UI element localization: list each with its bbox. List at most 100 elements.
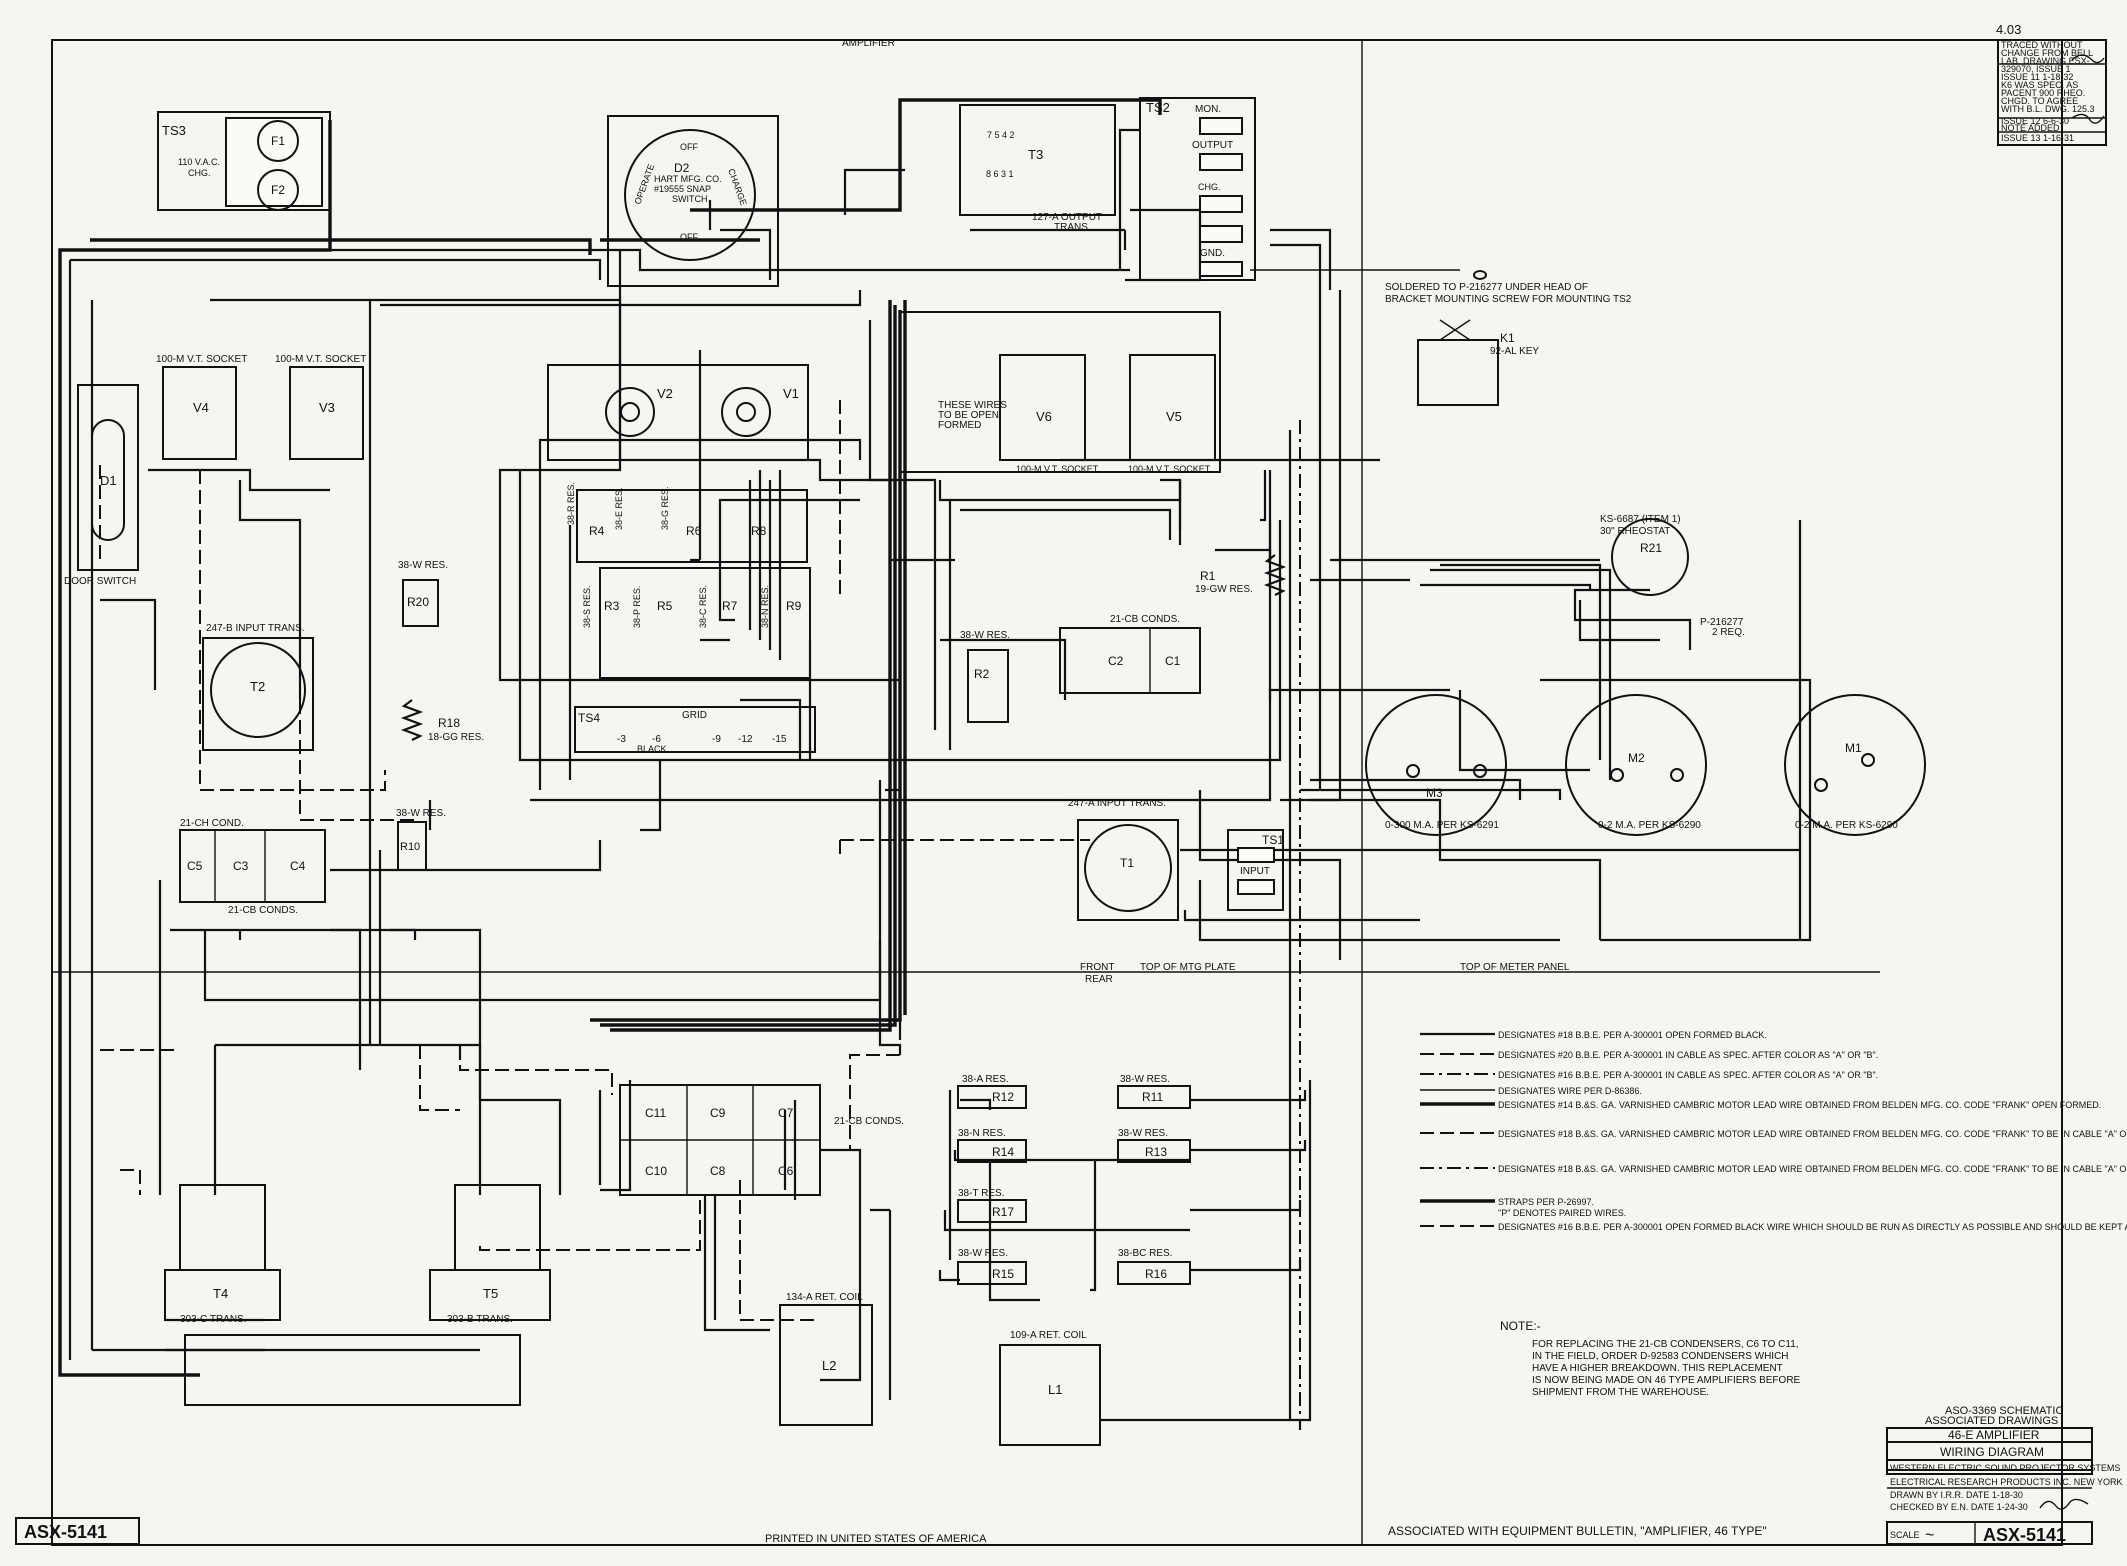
rev-line: PACENT 900 RHEO. (2001, 88, 2085, 98)
ts3-label: TS3 (162, 123, 186, 138)
t1-type: 247-A INPUT TRANS. (1068, 798, 1166, 809)
operate-label: OPERATE (632, 162, 656, 205)
legend-entry: DESIGNATES #18 B.&S. GA. VARNISHED CAMBR… (1498, 1164, 2127, 1174)
rev-line: NOTE ADDED (2001, 123, 2060, 133)
t1-label: T1 (1120, 856, 1134, 870)
r2-label: R2 (974, 667, 990, 681)
top-title: AMPLIFIER (842, 38, 895, 49)
printed-in: PRINTED IN UNITED STATES OF AMERICA (765, 1533, 987, 1545)
company-name-2: ELECTRICAL RESEARCH PRODUCTS INC. NEW YO… (1890, 1477, 2123, 1487)
scale-label: SCALE (1890, 1530, 1920, 1540)
m3-rating: 0-300 M.A. PER KS-6291 (1385, 820, 1499, 831)
ts3-fuse-block: TS3 110 V.A.C. CHG. F1 F2 (157, 111, 331, 211)
top-meter-panel-label: TOP OF METER PANEL (1460, 962, 1570, 973)
r11-type: 38-W RES. (1120, 1074, 1170, 1085)
d1-label: D1 (100, 473, 117, 488)
t5-type: 303-B TRANS. (447, 1314, 513, 1325)
mon-label: MON. (1195, 104, 1221, 115)
note-line: FOR REPLACING THE 21-CB CONDENSERS, C6 T… (1532, 1339, 1799, 1350)
r11-label: R11 (1142, 1090, 1163, 1104)
t4-label: T4 (213, 1286, 228, 1301)
l1-label: L1 (1048, 1382, 1062, 1397)
amplifier-name: 46-E AMPLIFIER (1948, 1428, 2040, 1442)
v5-label: V5 (1166, 409, 1182, 424)
rev-line: CHANGE FROM BELL (2001, 48, 2093, 58)
ts4-terminal-strip: TS4 GRID -3 -6 -9 -12 -15 BLACK (574, 706, 816, 754)
c5-label: C5 (187, 859, 203, 873)
v4-socket: 100-M V.T. SOCKET V4 (156, 354, 247, 460)
r16-type: 38-BC RES. (1118, 1248, 1172, 1259)
rear-label: REAR (1085, 974, 1113, 985)
scale-value: ~ (1925, 1527, 1934, 1544)
d2-maker: HART MFG. CO. (654, 174, 722, 184)
note-line: SHIPMENT FROM THE WAREHOUSE. (1532, 1387, 1709, 1398)
c7-label: C7 (778, 1106, 794, 1120)
cb-conds-label-3: 21-CB CONDS. (834, 1116, 904, 1127)
output-label: OUTPUT (1192, 140, 1233, 151)
t2-type: 247-B INPUT TRANS. (206, 623, 305, 634)
r14-type: 38-N RES. (958, 1128, 1006, 1139)
legend-entry: DESIGNATES #20 B.B.E. PER A-300001 IN CA… (1498, 1050, 1878, 1060)
note-line: IN THE FIELD, ORDER D-92583 CONDENSERS W… (1532, 1351, 1789, 1362)
t3-output-transformer: 7 5 4 2 8 6 3 1 T3 127-A OUTPUT TRANS. (959, 104, 1116, 233)
rev-line: ISSUE 12 6-6-30 (2001, 116, 2069, 126)
r8-label: R8 (751, 524, 767, 538)
legend-entry: DESIGNATES #16 B.B.E. PER A-300001 OPEN … (1498, 1222, 2127, 1232)
r17-label: R17 (992, 1205, 1014, 1219)
r7-label: R7 (722, 599, 738, 613)
v4-socket-type: 100-M V.T. SOCKET (156, 354, 247, 365)
v5-socket-type: 100-M V.T. SOCKET (1128, 464, 1211, 474)
meter-m1: M1 0-2 M.A. PER KS-6290 (1784, 694, 1926, 836)
bracket-qty: 2 REQ. (1712, 627, 1745, 638)
v2-label: V2 (657, 386, 673, 401)
open-formed-note: THESE WIRES (938, 400, 1007, 411)
legend-entry: DESIGNATES #16 B.B.E. PER A-300001 IN CA… (1498, 1070, 1878, 1080)
page-number: 4.03 (1996, 22, 2021, 37)
ts4-label: TS4 (578, 711, 600, 725)
drawn-by: DRAWN BY I.R.R. DATE 1-18-30 (1890, 1490, 2023, 1500)
c6-c11-condensers: C11 C9 C7 C10 C8 C6 21-CB CONDS. (619, 1084, 904, 1196)
wire-legend: DESIGNATES #18 B.B.E. PER A-300001 OPEN … (1420, 1030, 2127, 1232)
t1-input-transformer: 247-A INPUT TRANS. T1 (1068, 798, 1179, 921)
off-label-2: OFF (680, 232, 698, 242)
v3-socket-type: 100-M V.T. SOCKET (275, 354, 366, 365)
l1-retardation-coil: 109-A RET. COIL L1 (999, 1330, 1101, 1446)
k1-key: SOLDERED TO P-216277 UNDER HEAD OF BRACK… (1385, 270, 1632, 406)
r9-label: R9 (786, 599, 802, 613)
legend-entry: STRAPS PER P-26997. (1498, 1197, 1594, 1207)
drawing-number-tab (15, 1517, 140, 1545)
l2-label: L2 (822, 1358, 836, 1373)
company-name: WESTERN ELECTRIC SOUND PROJECTOR SYSTEMS (1890, 1463, 2120, 1473)
v3-socket: 100-M V.T. SOCKET V3 (275, 354, 366, 460)
title-block: ASO-3369 SCHEMATIC ASSOCIATED DRAWINGS 4… (1886, 1405, 2123, 1545)
legend-entry: DESIGNATES WIRE PER D-86386. (1498, 1086, 1642, 1096)
r4-label: R4 (589, 524, 605, 538)
rev-line: 329070, ISSUE 1 (2001, 64, 2071, 74)
legend-entry: DESIGNATES #18 B.B.E. PER A-300001 OPEN … (1498, 1030, 1767, 1040)
r18-resistor: R18 18-GG RES. (400, 699, 484, 743)
v6-socket-type: 100-M V.T. SOCKET (1016, 464, 1099, 474)
checked-by: CHECKED BY E.N. DATE 1-24-30 (1890, 1502, 2028, 1512)
v6-v5-sockets: V6 V5 100-M V.T. SOCKET 100-M V.T. SOCKE… (899, 311, 1221, 474)
gnd-label: GND. (1200, 248, 1225, 259)
drawing-number-left: ASX-5141 (24, 1522, 107, 1542)
approval-initials (2071, 113, 2105, 124)
open-formed-note-3: FORMED (938, 420, 981, 431)
r12-label: R12 (992, 1090, 1014, 1104)
r21-label: R21 (1640, 541, 1662, 555)
t4-t5-link-box (184, 1334, 521, 1406)
grid-label: GRID (682, 710, 707, 721)
resistor-ladder: 38-A RES. 38-W RES. R12 R11 38-N RES. 38… (957, 1074, 1191, 1285)
approval-initials (2071, 54, 2105, 64)
soldered-note: SOLDERED TO P-216277 UNDER HEAD OF (1385, 282, 1588, 293)
m3-label: M3 (1426, 786, 1443, 800)
rev-line: WITH B.L. DWG. 125.3 (2001, 104, 2095, 114)
tap-minus-9: -9 (712, 734, 721, 745)
t3-label: T3 (1028, 147, 1043, 162)
r18-label: R18 (438, 716, 460, 730)
black-label: BLACK (637, 744, 667, 754)
r2-type: 38-W RES. (960, 630, 1010, 641)
r5-label: R5 (657, 599, 673, 613)
